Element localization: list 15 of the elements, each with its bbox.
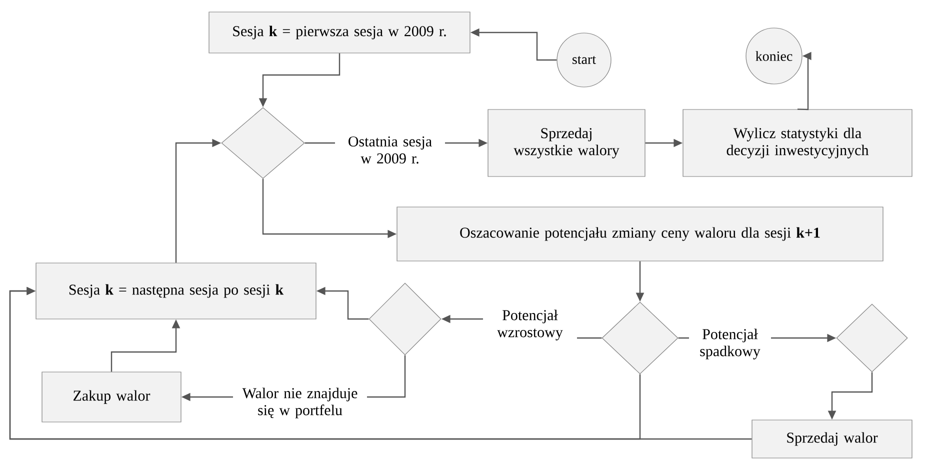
- edge-label: Ostatnia sesja w 2009 r.: [335, 135, 445, 165]
- edge-label: Potencjał spadkowy: [689, 328, 771, 360]
- decision-diamond: [602, 302, 678, 374]
- process-box: Sprzedaj wszystkie walory: [488, 109, 646, 177]
- process-box: Zakup walor: [42, 372, 182, 422]
- decision-diamond: [221, 107, 305, 179]
- edge-label: Walor nie znajduje się w portfelu: [233, 386, 367, 420]
- decision-diamond: [836, 304, 908, 372]
- process-box: Wylicz statystyki dla decyzji inwestycyjnych: [682, 109, 912, 177]
- process-box: Oszacowanie potencjału zmiany ceny waloru dla sesji k+1: [396, 206, 884, 262]
- process-box: Sprzedaj walor: [752, 420, 912, 458]
- edge-label: Potencjał wzrostowy: [483, 308, 577, 342]
- process-box: Sesja k = następna sesja po sesji k: [36, 262, 316, 320]
- decision-diamond: [368, 282, 442, 356]
- process-box: Sesja k = pierwsza sesja w 2009 r.: [208, 12, 470, 54]
